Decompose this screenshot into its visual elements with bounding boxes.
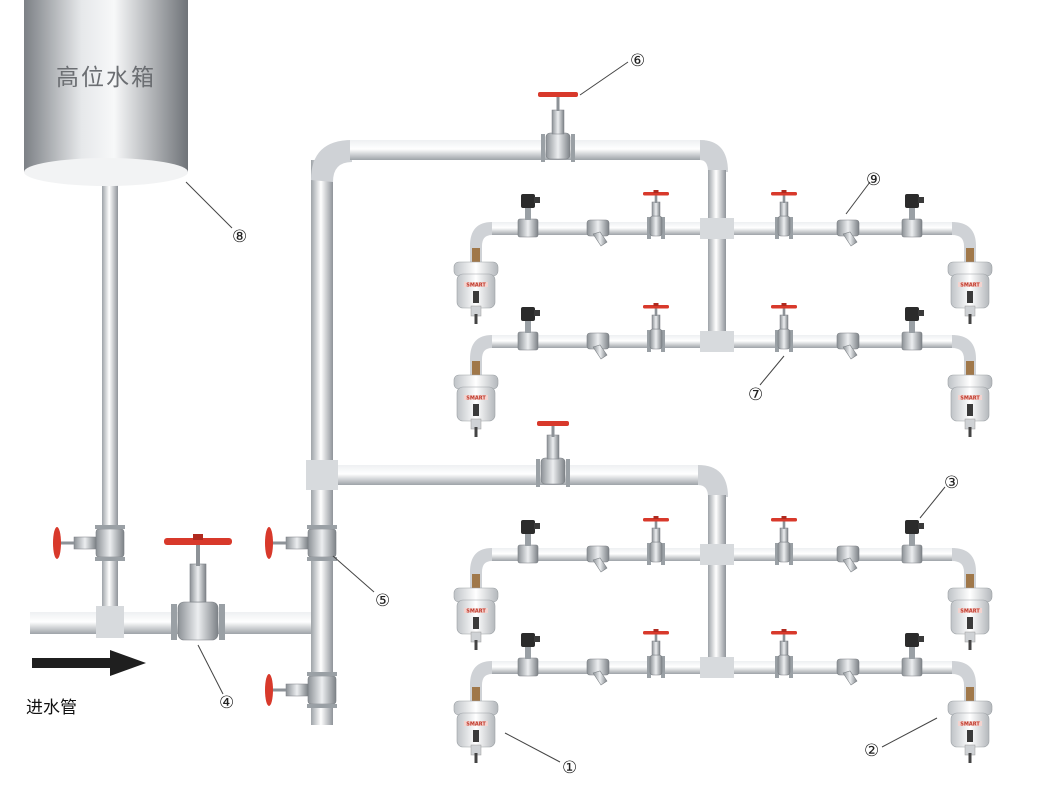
solenoid-valve [901, 306, 925, 351]
inlet-label: 进水管 [26, 698, 77, 718]
y-strainer [586, 332, 610, 360]
water-meter [947, 247, 993, 325]
callout-7: ⑦ [748, 385, 763, 405]
solenoid-valve [901, 519, 925, 564]
y-strainer [586, 545, 610, 573]
middle-gate-valve [536, 421, 570, 487]
tank-branch-valve [52, 524, 126, 562]
tank-label: 高位水箱 [56, 65, 156, 91]
y-strainer [586, 658, 610, 686]
solenoid-valve [517, 519, 541, 564]
water-meter [453, 686, 499, 764]
callout-6: ⑥ [630, 51, 645, 71]
water-meter [453, 247, 499, 325]
header-tank: 高位水箱 [24, 0, 188, 186]
solenoid-valve [901, 632, 925, 677]
callout-3: ③ [944, 473, 959, 493]
water-meter [947, 573, 993, 651]
water-meter [947, 686, 993, 764]
callout-5: ⑤ [375, 591, 390, 611]
water-meter [453, 573, 499, 651]
top-gate-valve [538, 92, 578, 162]
water-meter [453, 360, 499, 438]
solenoid-valve [517, 306, 541, 351]
callout-1: ① [562, 758, 577, 778]
riser-lower-valve [264, 671, 338, 709]
solenoid-valve [517, 193, 541, 238]
callout-4: ④ [219, 693, 234, 713]
solenoid-valve [901, 193, 925, 238]
callout-8: ⑧ [232, 227, 247, 247]
y-strainer [836, 332, 860, 360]
riser-upper-valve [264, 524, 338, 562]
y-strainer [836, 658, 860, 686]
main-gate-valve [164, 534, 232, 641]
callout-9: ⑨ [866, 170, 881, 190]
solenoid-valve [517, 632, 541, 677]
y-strainer [586, 219, 610, 247]
water-meter [947, 360, 993, 438]
flow-arrow-icon [32, 650, 146, 676]
callout-leaders [185, 61, 946, 763]
y-strainer [836, 219, 860, 247]
callout-2: ② [864, 741, 879, 761]
y-strainer [836, 545, 860, 573]
